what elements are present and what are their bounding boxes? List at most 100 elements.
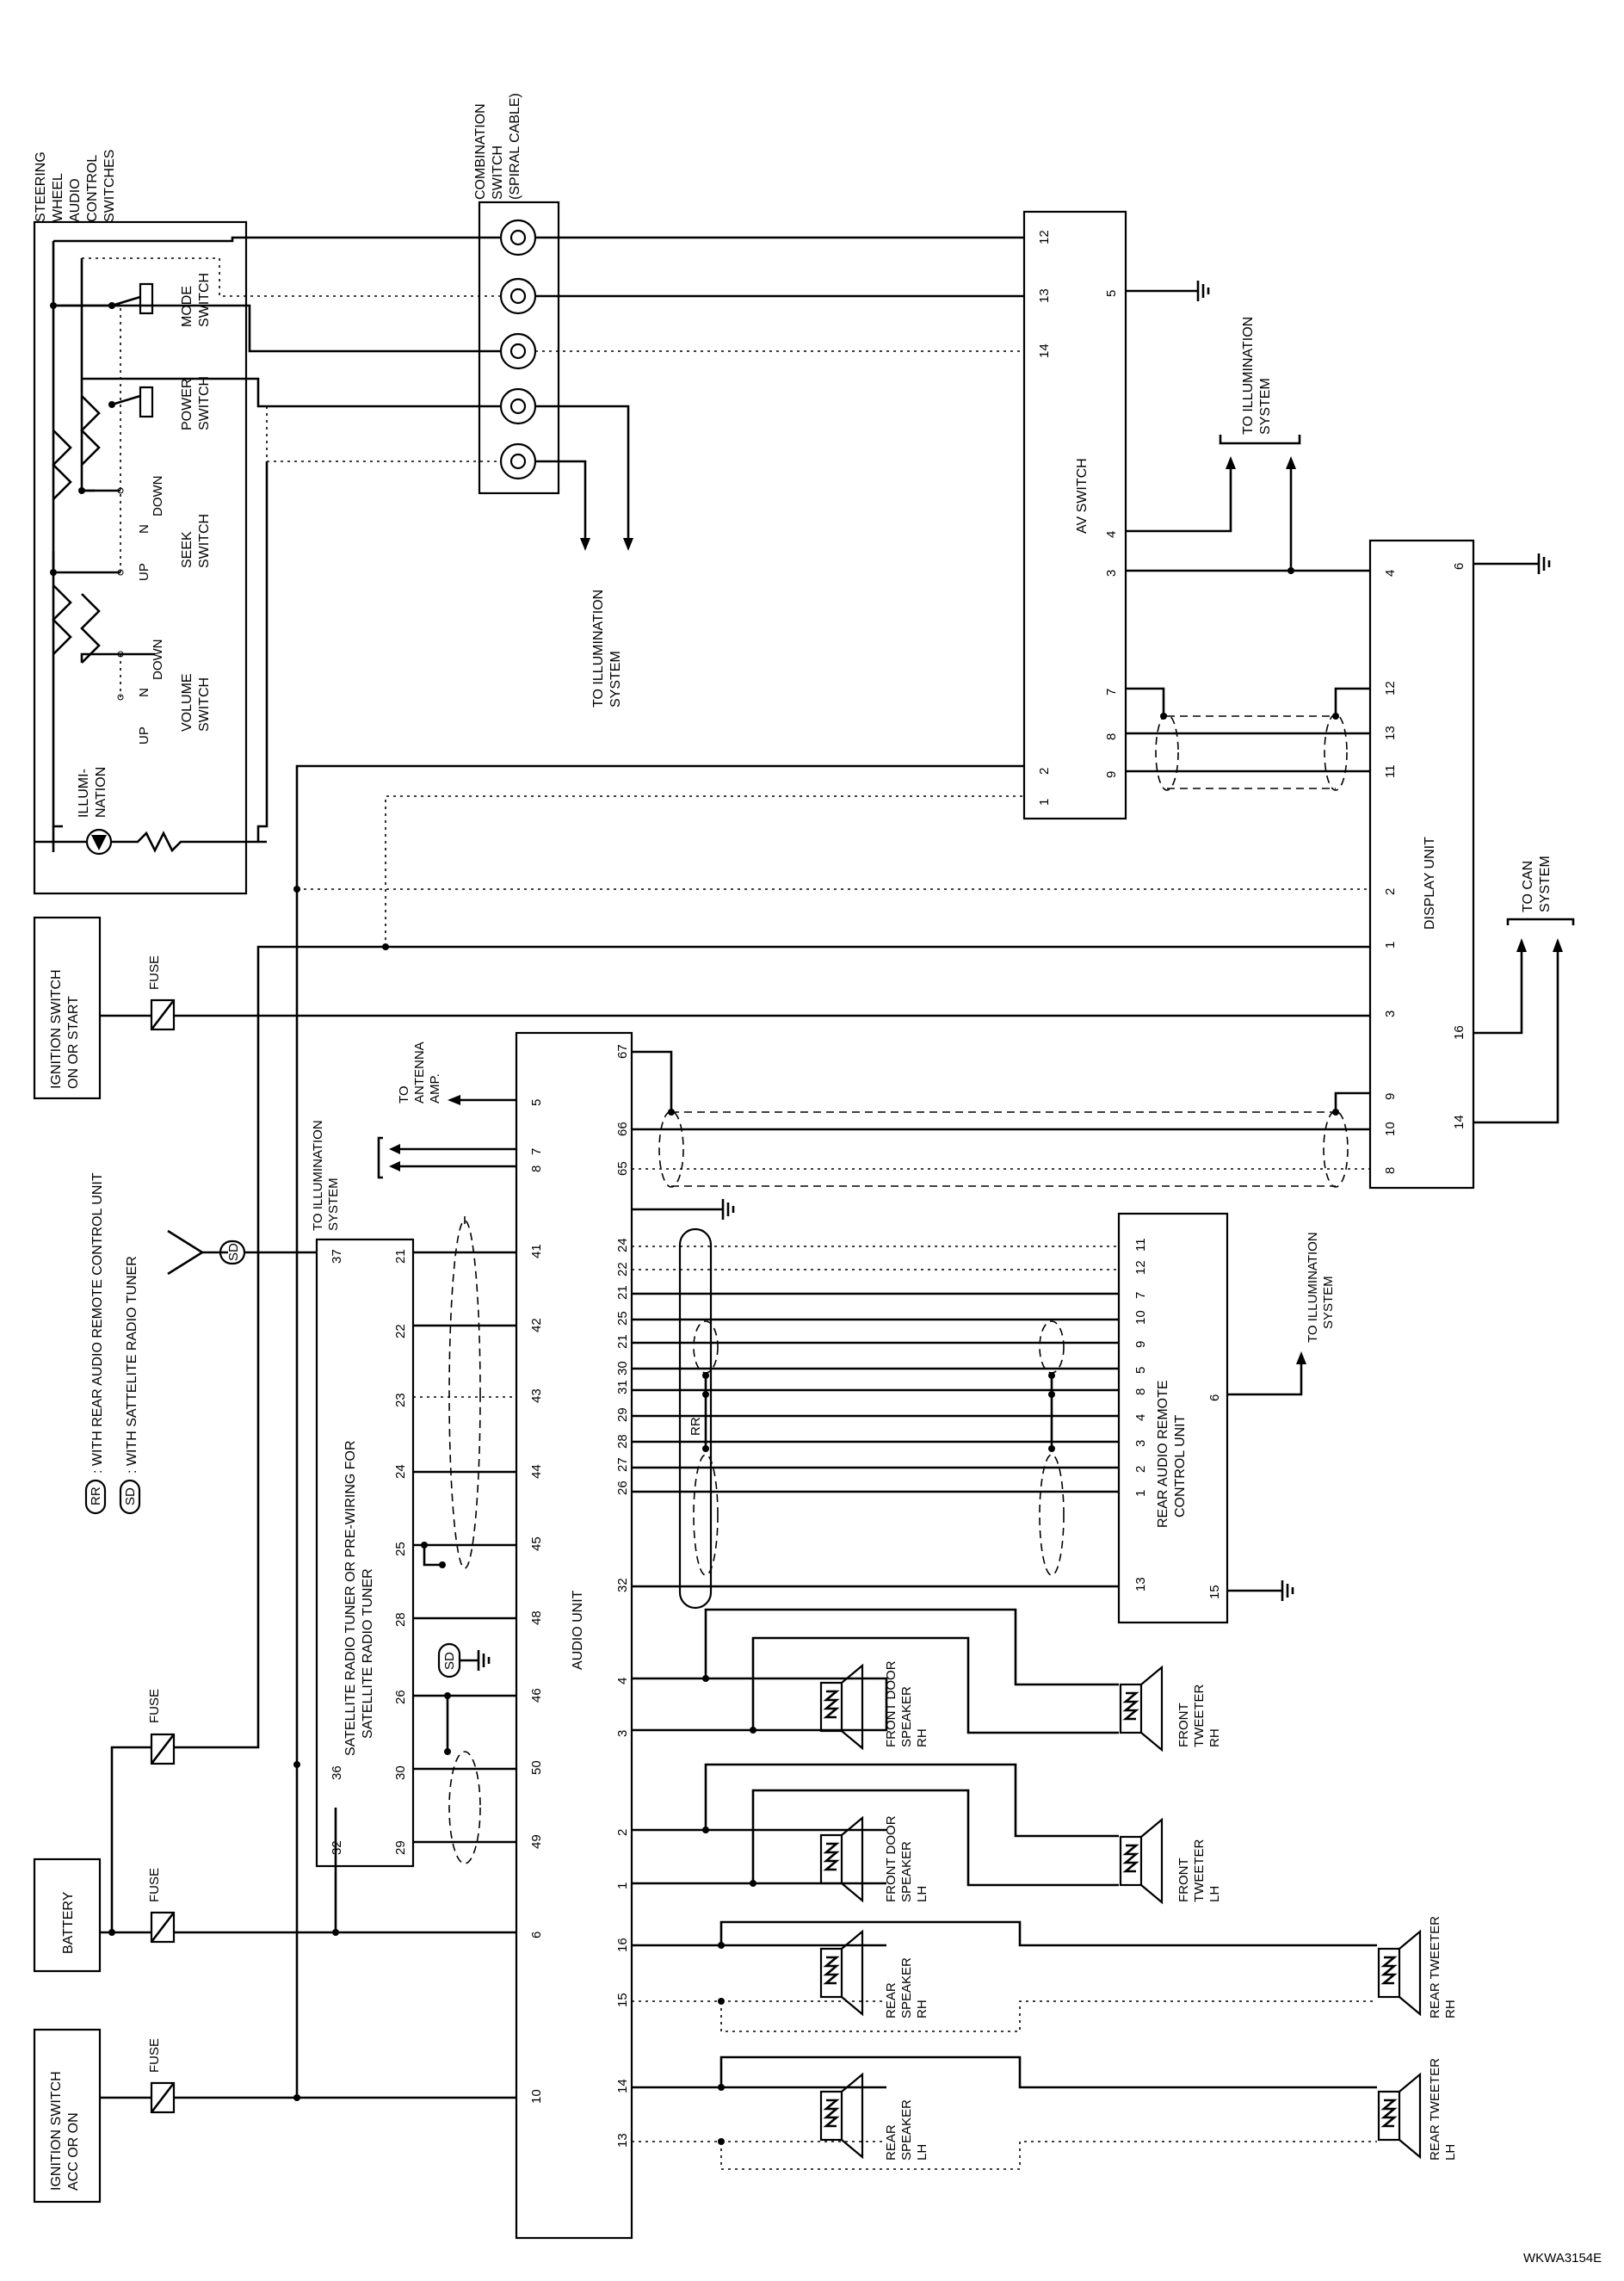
tl-l1: TWEETER bbox=[1192, 1839, 1207, 1902]
audio-left-pin: 7 bbox=[529, 1148, 544, 1155]
antenna-symbol: SD bbox=[167, 1229, 317, 1276]
rr-pin: 7 bbox=[1133, 1292, 1148, 1299]
audio-left-pin: 44 bbox=[529, 1464, 544, 1479]
seek-n: N bbox=[137, 524, 151, 534]
audio-right-pin: 31 bbox=[615, 1380, 630, 1394]
rr-pin: 13 bbox=[1133, 1577, 1148, 1592]
audio-right-wires bbox=[632, 1050, 1370, 1220]
audio-right-pin: 66 bbox=[615, 1122, 630, 1136]
du-pin-6: 6 bbox=[1452, 563, 1467, 570]
rr-l1: CONTROL UNIT bbox=[1173, 1414, 1188, 1518]
rr-pin: 10 bbox=[1133, 1310, 1148, 1325]
to-illum-2-l1: SYSTEM bbox=[1258, 378, 1273, 435]
tr-l1: TWEETER bbox=[1192, 1684, 1207, 1747]
volume-switch-label: VOLUME SWITCH bbox=[180, 673, 212, 732]
rrh-l0: REAR bbox=[884, 1982, 898, 2018]
display-unit-wires bbox=[1473, 553, 1575, 1124]
rear-lh-label: REAR SPEAKER LH bbox=[884, 2099, 929, 2160]
switch-position-labels: DOWN N UP DOWN N UP bbox=[137, 476, 165, 745]
to-can-l0: TO CAN bbox=[1521, 861, 1535, 912]
display-unit-name: DISPLAY UNIT bbox=[1423, 837, 1437, 930]
power-switch-label: POWER SWITCH bbox=[180, 376, 212, 430]
title-l3: CONTROL bbox=[85, 155, 100, 222]
battery-label: BATTERY bbox=[61, 1891, 76, 1954]
to-illum-1-l0: TO ILLUMINATION bbox=[591, 590, 606, 708]
fuse-4: FUSE bbox=[147, 2038, 162, 2073]
rtr-l0: REAR TWEETER bbox=[1428, 1916, 1442, 2018]
illum-l1: NATION bbox=[94, 767, 108, 818]
audio-left-pin: 6 bbox=[529, 1932, 544, 1938]
rr-pin: 12 bbox=[1133, 1260, 1148, 1275]
sat-pin-21: 21 bbox=[393, 1249, 408, 1264]
to-illum-4-l1: SYSTEM bbox=[1321, 1276, 1336, 1329]
audio-right-pin: 2 bbox=[615, 1829, 630, 1836]
fuse-3: FUSE bbox=[147, 1868, 162, 1902]
ign2-l0: IGNITION SWITCH bbox=[49, 2071, 64, 2191]
fl-l1: SPEAKER bbox=[899, 1841, 914, 1902]
legend-sd-text: : WITH SATTELITE RADIO TUNER bbox=[125, 1256, 139, 1474]
sat-pin-30: 30 bbox=[393, 1765, 408, 1780]
rear-remote-box bbox=[1117, 1212, 1229, 1624]
audio-right-pin: 67 bbox=[615, 1044, 630, 1059]
fl-l2: LH bbox=[915, 1886, 929, 1902]
audio-right-pin: 29 bbox=[615, 1407, 630, 1422]
power-l1: SWITCH bbox=[197, 376, 212, 430]
front-lh-label: FRONT DOOR SPEAKER LH bbox=[884, 1815, 929, 1902]
rr-pin: 3 bbox=[1133, 1440, 1148, 1447]
switch-wires bbox=[53, 236, 1024, 842]
to-can-l1: SYSTEM bbox=[1538, 856, 1553, 912]
vol-up: UP bbox=[137, 726, 151, 745]
rear-tweeter-lh-icon bbox=[1377, 2072, 1422, 2160]
du-pin-10: 10 bbox=[1383, 1122, 1398, 1136]
tr-l2: RH bbox=[1207, 1728, 1222, 1747]
fuse-2: FUSE bbox=[147, 1689, 162, 1723]
fr-l0: FRONT DOOR bbox=[884, 1660, 898, 1747]
sat-pin-29: 29 bbox=[393, 1840, 408, 1855]
to-illum-2-brace bbox=[1219, 435, 1301, 445]
speaker-wires bbox=[632, 1608, 1377, 2170]
power-l0: POWER bbox=[180, 379, 195, 430]
to-illum-1: TO ILLUMINATION SYSTEM bbox=[591, 590, 623, 708]
sat-pin-36: 36 bbox=[330, 1765, 344, 1780]
ign-acc-on-label: IGNITION SWITCH ACC OR ON bbox=[49, 2071, 81, 2191]
av-pin-8: 8 bbox=[1104, 733, 1119, 740]
du-pin-13: 13 bbox=[1383, 726, 1398, 740]
av-switch-wires bbox=[1126, 281, 1370, 791]
antenna-sd: SD bbox=[226, 1243, 241, 1261]
ign2-l1: ACC OR ON bbox=[66, 2112, 81, 2191]
tl-l2: LH bbox=[1207, 1886, 1222, 1902]
rtweet-lh-label: REAR TWEETER LH bbox=[1428, 2058, 1458, 2160]
to-illum-4: TO ILLUMINATION SYSTEM bbox=[1306, 1232, 1336, 1343]
legend-sd-symbol: SD bbox=[123, 1487, 138, 1505]
audio-left-pin: 48 bbox=[529, 1610, 544, 1625]
fl-l0: FRONT DOOR bbox=[884, 1815, 898, 1902]
volume-l1: SWITCH bbox=[197, 677, 212, 732]
speaker-symbols bbox=[819, 1663, 1422, 2160]
seek-l0: SEEK bbox=[180, 531, 195, 568]
av-switch-pins: 12 13 14 2 1 5 4 3 7 8 9 bbox=[1037, 230, 1119, 806]
audio-left-pin: 46 bbox=[529, 1688, 544, 1703]
av-pin-14: 14 bbox=[1037, 343, 1052, 358]
audio-right-pin: 16 bbox=[615, 1938, 630, 1952]
audio-right-pin: 65 bbox=[615, 1161, 630, 1176]
rear-rh-label: REAR SPEAKER RH bbox=[884, 1957, 929, 2018]
front-door-speaker-lh-icon bbox=[819, 1815, 864, 1903]
to-illum-2-l0: TO ILLUMINATION bbox=[1241, 317, 1256, 435]
av-pin-12: 12 bbox=[1037, 230, 1052, 244]
audio-right-pin: 15 bbox=[615, 1993, 630, 2007]
sat-pin-23: 23 bbox=[393, 1393, 408, 1407]
mode-l1: SWITCH bbox=[197, 273, 212, 327]
sat-pin-26: 26 bbox=[393, 1690, 408, 1704]
audio-right-pin: 4 bbox=[615, 1678, 630, 1684]
du-pin-2: 2 bbox=[1383, 888, 1398, 895]
to-illum-3: TO ILLUMINATION SYSTEM bbox=[311, 1120, 341, 1231]
rr-bundle-label: RR bbox=[689, 1417, 703, 1436]
rlh-l2: LH bbox=[915, 2144, 929, 2160]
audio-left-pin: 49 bbox=[529, 1834, 544, 1849]
rlh-l0: REAR bbox=[884, 2124, 898, 2160]
combo-l2: (SPIRAL CABLE) bbox=[508, 93, 522, 200]
steering-switch-network bbox=[34, 241, 267, 856]
rear-remote-side: 6 15 bbox=[1207, 1351, 1306, 1601]
display-unit-box bbox=[1368, 539, 1475, 1190]
